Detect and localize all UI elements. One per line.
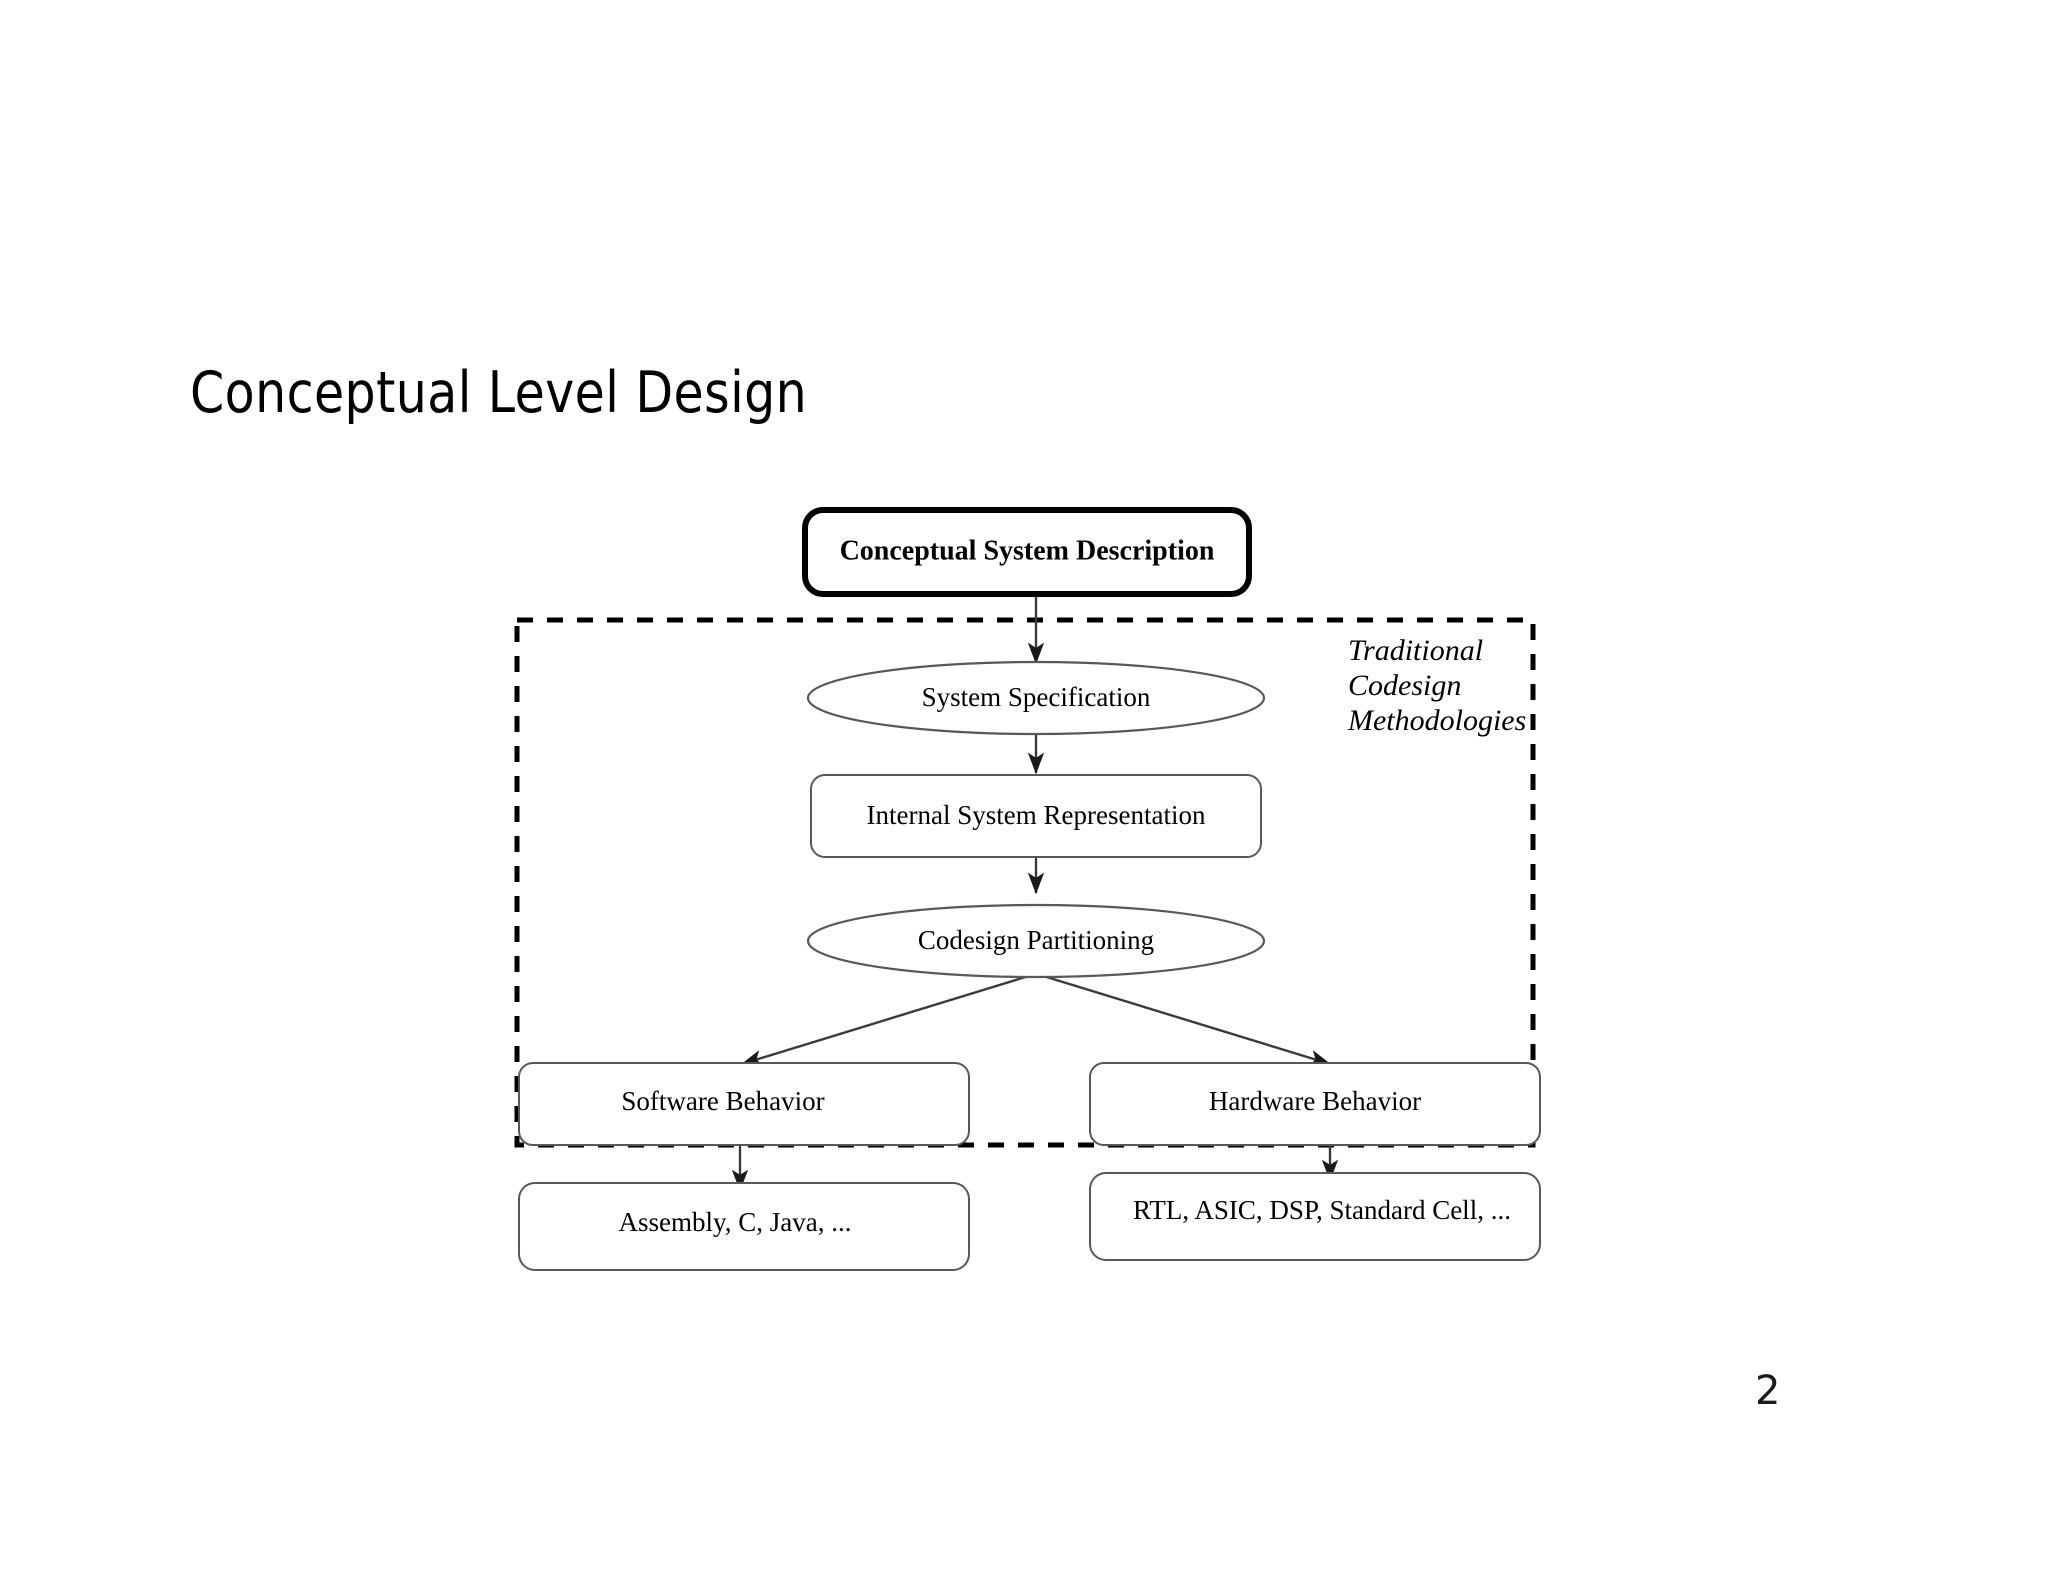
node-software-behavior-shape[interactable] [518, 1062, 970, 1146]
node-system-specification-label: System Specification [922, 682, 1151, 712]
node-internal-system-representation[interactable]: Internal System Representation [810, 774, 1262, 858]
edge-partitioning-to-hardware [1039, 973, 1332, 1066]
traditional-codesign-region-border [514, 617, 1536, 1148]
edge-partitioning-to-software [740, 973, 1033, 1066]
node-system-specification[interactable]: System Specification [806, 660, 1266, 736]
node-codesign-partitioning-label: Codesign Partitioning [918, 925, 1154, 955]
page-number: 2 [1755, 1368, 1781, 1414]
node-software-implementations-label: Assembly, C, Java, ... [619, 1207, 852, 1237]
node-conceptual-system-description-shape[interactable] [802, 507, 1252, 597]
node-hardware-implementations-label: RTL, ASIC, DSP, Standard Cell, ... [1133, 1195, 1511, 1225]
node-internal-system-representation-shape[interactable] [810, 774, 1262, 858]
region-label-line-1: Traditional [1348, 634, 1483, 667]
traditional-codesign-region: Traditional Codesign Methodologies [514, 617, 1536, 1148]
page-title: Conceptual Level Design [190, 360, 808, 426]
node-hardware-behavior-shape[interactable] [1089, 1062, 1541, 1146]
node-codesign-partitioning[interactable]: Codesign Partitioning [806, 903, 1266, 979]
node-conceptual-system-description[interactable]: Conceptual System Description [802, 507, 1252, 597]
node-conceptual-system-description-label: Conceptual System Description [840, 535, 1215, 566]
node-hardware-implementations-shape[interactable] [1089, 1172, 1541, 1261]
node-hardware-behavior-label: Hardware Behavior [1209, 1086, 1421, 1116]
region-label-line-3: Methodologies [1347, 704, 1526, 737]
node-software-implementations-shape[interactable] [518, 1182, 970, 1271]
node-system-specification-shape[interactable] [806, 660, 1266, 736]
node-internal-system-representation-label: Internal System Representation [867, 800, 1206, 830]
node-hardware-behavior[interactable]: Hardware Behavior [1089, 1062, 1541, 1146]
node-software-behavior[interactable]: Software Behavior [518, 1062, 970, 1146]
node-software-behavior-label: Software Behavior [621, 1086, 824, 1116]
node-hardware-implementations[interactable]: RTL, ASIC, DSP, Standard Cell, ... [1089, 1172, 1541, 1261]
node-codesign-partitioning-shape[interactable] [806, 903, 1266, 979]
node-software-implementations[interactable]: Assembly, C, Java, ... [518, 1182, 970, 1271]
region-label-line-2: Codesign [1348, 669, 1461, 702]
